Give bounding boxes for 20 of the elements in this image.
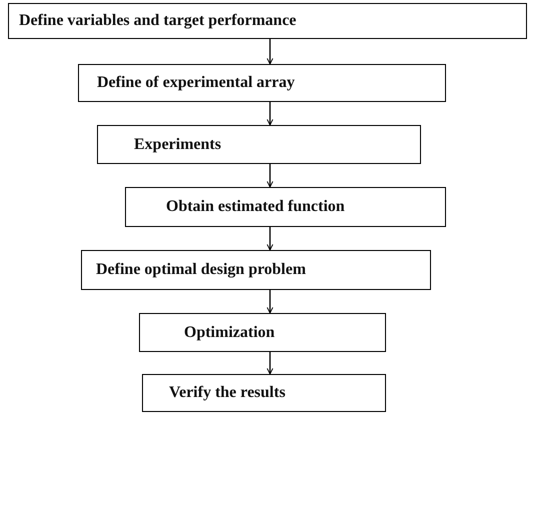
step-label: Experiments — [134, 136, 222, 154]
step-label: Obtain estimated function — [166, 198, 345, 216]
step-label: Define optimal design problem — [96, 261, 306, 279]
process-box — [142, 374, 386, 412]
process-box — [78, 64, 446, 102]
process-box — [8, 3, 527, 39]
process-box — [125, 187, 446, 227]
step-label: Define variables and target performance — [19, 12, 296, 30]
arrow — [266, 39, 274, 64]
process-box — [81, 250, 431, 290]
arrow — [266, 227, 274, 250]
arrow — [266, 102, 274, 126]
arrow — [266, 290, 274, 314]
process-box — [139, 313, 386, 352]
arrow — [266, 164, 274, 188]
step-label: Define of experimental array — [97, 74, 295, 92]
step-label: Verify the results — [169, 384, 286, 402]
step-label: Optimization — [184, 324, 275, 342]
arrow — [266, 352, 274, 374]
process-box — [97, 125, 421, 164]
